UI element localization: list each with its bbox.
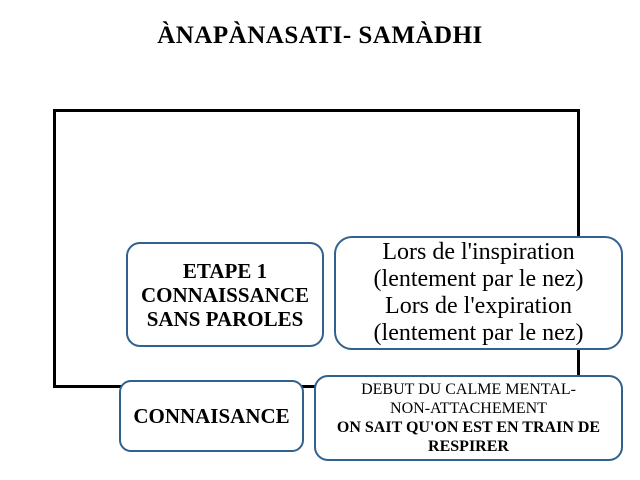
- box-calme-line-4: RESPIRER: [428, 438, 509, 455]
- box-breathing-line-4: (lentement par le nez): [373, 320, 584, 346]
- box-breathing-line-1: Lors de l'inspiration: [382, 239, 575, 265]
- box-etape-line-3: SANS PAROLES: [146, 306, 304, 331]
- box-breathing-instructions: Lors de l'inspiration (lentement par le …: [334, 236, 623, 350]
- box-calme-line-1: DEBUT DU CALME MENTAL-: [361, 381, 576, 398]
- diagram-frame: ETAPE 1 CONNAISSANCE SANS PAROLES Lors d…: [53, 109, 623, 461]
- box-connaisance: CONNAISANCE: [119, 380, 304, 452]
- box-calme-line-2: NON-ATTACHEMENT: [390, 400, 547, 417]
- box-etape-1: ETAPE 1 CONNAISSANCE SANS PAROLES: [126, 242, 324, 347]
- box-calme-line-3: ON SAIT QU'ON EST EN TRAIN DE: [336, 419, 601, 436]
- page-title: ÀNAPÀNASATI- SAMÀDHI: [157, 22, 483, 49]
- box-etape-line-2: CONNAISSANCE: [140, 282, 310, 307]
- box-breathing-line-3: Lors de l'expiration: [385, 293, 572, 319]
- box-breathing-line-2: (lentement par le nez): [373, 266, 584, 292]
- box-etape-line-1: ETAPE 1: [182, 258, 268, 283]
- box-calme-mental: DEBUT DU CALME MENTAL- NON-ATTACHEMENT O…: [314, 375, 623, 461]
- box-connaisance-label: CONNAISANCE: [133, 404, 290, 428]
